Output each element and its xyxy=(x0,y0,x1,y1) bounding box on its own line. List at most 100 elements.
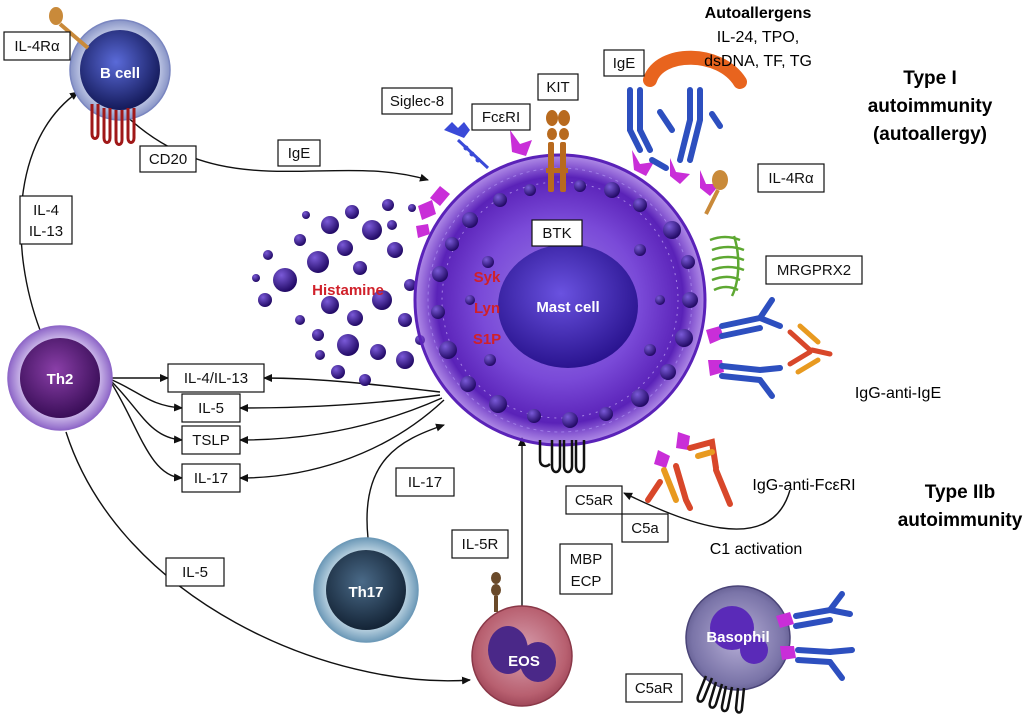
c5ar-basophil-box xyxy=(625,673,683,703)
btk-box xyxy=(531,219,583,247)
c5ar-mast-box xyxy=(565,485,623,515)
ige-top-label: IgE xyxy=(613,55,636,72)
eosinophil: EOS xyxy=(471,605,573,707)
igg-anti-ige xyxy=(787,323,833,375)
syk-label: Syk xyxy=(474,269,501,286)
mrgprx2-label: MRGPRX2 xyxy=(777,262,851,279)
cd20-receptor xyxy=(90,104,136,146)
ige-arrow-box xyxy=(277,139,321,167)
il5r-box xyxy=(451,529,509,559)
il4ra-mast-box xyxy=(757,163,825,193)
type2b-heading-line1: Type IIb xyxy=(925,482,995,503)
th2-cell: Th2 xyxy=(7,325,113,431)
il17-th17-label: IL-17 xyxy=(408,474,442,491)
mrgprx2-box xyxy=(765,255,863,285)
igg-anti-ige-label: IgG-anti-IgE xyxy=(855,385,941,402)
c5ar-mast-receptor xyxy=(538,440,586,474)
arrow-mast-to-il5 xyxy=(239,394,441,412)
arrow-c5a-to-c5ar xyxy=(623,489,791,530)
b-cell-label: B cell xyxy=(100,65,140,82)
mbp-label: MBP xyxy=(570,551,603,568)
autoallergens-line1: IL-24, TPO, xyxy=(717,29,799,46)
il5r-label: IL-5R xyxy=(462,536,499,553)
arrow-mast-to-il17 xyxy=(239,399,445,482)
autoallergens-line2: dsDNA, TF, TG xyxy=(704,53,812,70)
arrows xyxy=(20,91,791,685)
basophil-label: Basophil xyxy=(706,629,769,646)
ige-antibodies-right xyxy=(719,297,783,399)
type1-heading-line2: autoimmunity xyxy=(868,96,993,117)
basophil-ige-antibodies xyxy=(776,591,855,681)
type1-heading-line3: (autoallergy) xyxy=(873,124,987,145)
mast-cell: Mast cell xyxy=(413,153,707,447)
s1p-label: S1P xyxy=(473,331,501,348)
th17-label: Th17 xyxy=(348,584,383,601)
th2-label: Th2 xyxy=(47,371,74,388)
ecp-label: ECP xyxy=(571,573,602,590)
siglec8-label: Siglec-8 xyxy=(390,93,444,110)
siglec8-receptor xyxy=(444,122,490,170)
autoallergen-shape xyxy=(643,50,747,89)
il13-vertical-label: IL-13 xyxy=(29,223,63,240)
arrow-mast-to-tslp xyxy=(239,397,443,444)
il4ra-mast-label: IL-4Rα xyxy=(768,170,814,187)
c1-activation-label: C1 activation xyxy=(710,541,803,558)
fcer1-label: FcεRI xyxy=(482,109,520,126)
cd20-box xyxy=(139,145,197,173)
histamine-granules xyxy=(252,199,425,386)
kit-receptor xyxy=(546,110,570,192)
arrow-mast-to-il4il13 xyxy=(263,374,441,393)
arrow-th2-to-il5 xyxy=(111,379,183,412)
arrow-th17-to-mast xyxy=(366,423,445,539)
igg-anti-fcer1-label: IgG-anti-FcεRI xyxy=(752,477,855,494)
lyn-label: Lyn xyxy=(474,300,500,317)
il17-label: IL-17 xyxy=(194,470,228,487)
il4-il13-box xyxy=(167,363,265,393)
il4-il13-vertical-box xyxy=(19,195,73,245)
c5ar-basophil-receptor xyxy=(696,675,746,714)
mast-cell-label: Mast cell xyxy=(536,299,599,316)
btk-label: BTK xyxy=(542,225,571,242)
tslp-box xyxy=(181,425,241,455)
arrow-th2-to-eos xyxy=(65,431,471,685)
mast-cell-nucleus xyxy=(498,244,638,368)
type2b-heading-line2: autoimmunity xyxy=(898,510,1023,531)
il5-eos-box xyxy=(165,557,225,587)
histamine-label: Histamine xyxy=(312,282,384,299)
autoallergens-title: Autoallergens xyxy=(705,5,812,22)
il17-box xyxy=(181,463,241,493)
ige-top-box xyxy=(603,49,645,77)
tslp-label: TSLP xyxy=(192,432,230,449)
arrow-th2-to-tslp xyxy=(111,381,183,444)
fcer1-box xyxy=(471,103,531,131)
cd20-label: CD20 xyxy=(149,151,187,168)
c5ar-basophil-label: C5aR xyxy=(635,680,674,697)
igg-anti-fcer1-antibodies xyxy=(645,438,733,511)
il5-box xyxy=(181,393,241,423)
il4-vertical-label: IL-4 xyxy=(33,202,59,219)
c5a-box xyxy=(621,513,669,543)
il4ra-bcell-label: IL-4Rα xyxy=(14,38,60,55)
il4ra-bcell-box xyxy=(3,31,71,61)
il17-th17-box xyxy=(395,467,455,497)
mbp-ecp-box xyxy=(559,543,613,595)
kit-label: KIT xyxy=(546,79,569,96)
il4ra-bcell-receptor xyxy=(49,7,90,50)
il4ra-mast-receptor xyxy=(704,170,728,215)
arrow-th2-to-il17 xyxy=(111,383,183,482)
b-cell: B cell xyxy=(69,19,171,121)
eos-label: EOS xyxy=(508,653,540,670)
siglec8-box xyxy=(381,87,453,115)
ige-arrow-label: IgE xyxy=(288,145,311,162)
il5r-receptor xyxy=(491,572,501,612)
il5-eos-label: IL-5 xyxy=(182,564,208,581)
type1-heading-line1: Type I xyxy=(903,68,957,89)
c5a-label: C5a xyxy=(631,520,659,537)
ige-antibodies-top xyxy=(627,87,723,171)
mast-cell-granules xyxy=(431,180,698,428)
kit-box xyxy=(537,73,579,101)
il5-label: IL-5 xyxy=(198,400,224,417)
th17-cell: Th17 xyxy=(313,537,419,643)
c5ar-mast-label: C5aR xyxy=(575,492,614,509)
